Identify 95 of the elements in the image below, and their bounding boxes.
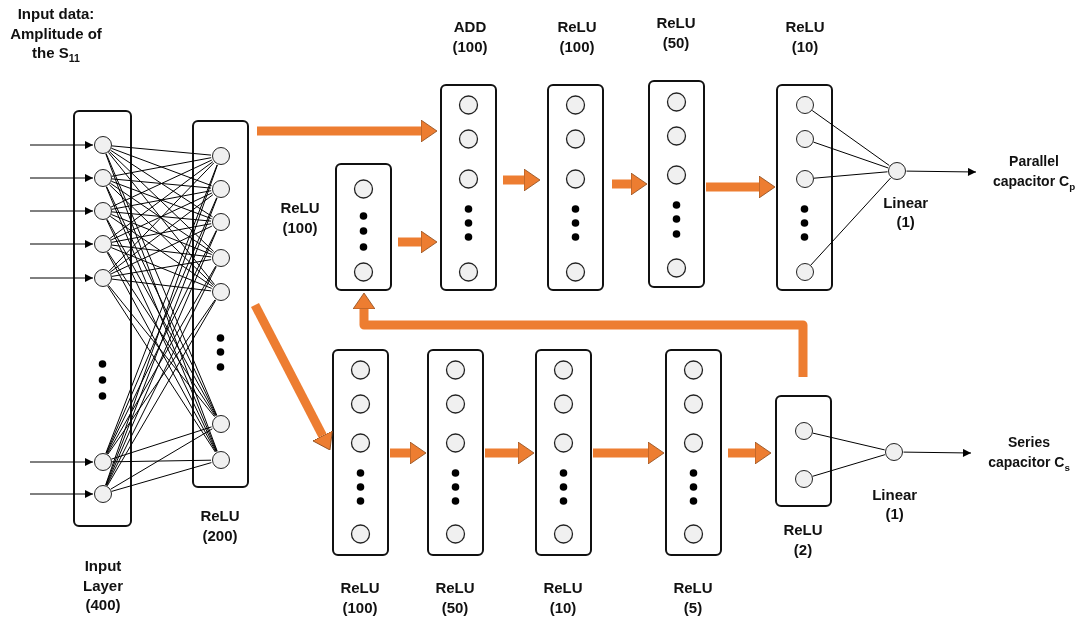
block-arrow [390,441,427,465]
block-arrow [728,441,772,465]
output-label: Parallel capacitor C$_{p}$ [980,150,1088,194]
neuron-circle [794,470,813,488]
connection-line [811,110,890,166]
connection-line [111,426,212,460]
arrow [906,167,977,176]
block-arrow [503,168,541,192]
connection-line [110,192,213,241]
connection-line [810,177,892,266]
connection-line [111,259,212,277]
layer-label: Linear (1) [871,484,919,524]
arrow [29,141,94,149]
layer-label: ReLU (50) [655,13,697,52]
connection-line [108,284,215,418]
connection-line [109,194,214,273]
connection-line [111,459,212,463]
layer-label: ReLU (100) [556,17,598,56]
block-arrow [398,230,438,254]
connection-line [111,157,212,177]
block-arrow [485,441,535,465]
connection-line [110,180,213,220]
block-arrow [612,172,648,196]
neuron-circle [211,213,230,231]
connection-line [110,247,213,289]
arrow [29,174,94,182]
neuron-circle [795,170,814,188]
neuron-circle [211,283,230,301]
neuron-circle [211,451,230,469]
connection-line [110,149,213,218]
connection-line [110,428,213,490]
layer-label: ReLU (200) [199,506,241,545]
block-arrow [352,292,808,377]
connection-line [107,251,216,417]
connection-line [110,159,213,208]
connection-line [108,151,215,252]
connection-line [108,162,215,272]
layer-label: ReLU (50) [434,578,476,617]
neuron-circle [93,202,112,220]
layer-label: ReLU (10) [784,17,826,56]
block-arrow [706,175,776,199]
layer-label: ReLU (100) [339,578,381,617]
neuron-circle [93,485,112,503]
connection-line [111,462,212,492]
neuron-circle [93,169,112,187]
output-label: Series capacitor C$_{s}$ [975,431,1083,475]
neuron-circle [211,415,230,433]
neuron-circle [93,453,112,471]
connection-line [109,215,214,288]
connection-line [108,184,215,286]
neuron-circle [93,235,112,253]
arrow [29,207,94,215]
neuron-circle [211,249,230,267]
neuron-circle [795,130,814,148]
connection-line [111,190,212,210]
neuron-circle [93,136,112,154]
connection-line [111,223,212,243]
connection-line [109,161,214,239]
connection-line [111,145,212,156]
layer-label: ReLU (100) [279,198,321,237]
block-arrow [257,119,438,143]
arrow [903,448,972,457]
connection-line [812,432,886,451]
connection-line [110,147,213,187]
block-arrow [593,441,665,465]
layer-label: ReLU (10) [542,578,584,617]
neuron-circle [211,180,230,198]
connection-line [107,151,216,286]
neuron-circle [795,263,814,281]
connection-line [110,214,213,255]
layer-label: Input Layer (400) [82,556,124,615]
input-description: Input data: Amplitude of the S$_{11}$ [10,4,102,66]
layer-label: ADD (100) [451,17,489,56]
connection-line [813,141,889,169]
arrow [29,490,94,498]
connection-line [111,178,212,189]
arrow [29,274,94,282]
connection-line [110,225,213,275]
block-arrow [251,302,333,451]
layer-label: ReLU (5) [672,578,714,617]
layer-label: ReLU (2) [782,520,824,559]
neuron-circle [794,422,813,440]
layer-label: Linear (1) [882,192,930,232]
arrow [29,458,94,466]
neuron-circle [795,96,814,114]
arrow [29,240,94,248]
connection-line [111,211,212,222]
connection-line [111,278,212,292]
neuron-circle [93,269,112,287]
connection-line [109,182,214,254]
connection-line [106,299,217,487]
neuron-circle [211,147,230,165]
connection-line [812,454,886,477]
connection-line [111,244,212,258]
connection-line [813,171,888,179]
